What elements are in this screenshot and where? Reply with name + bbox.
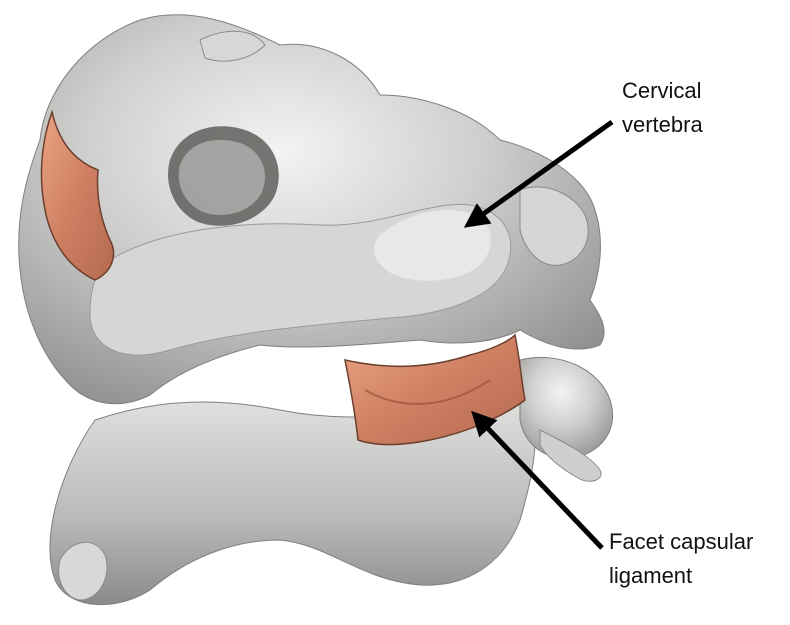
vertebra-label-line-2: vertebra (622, 112, 703, 137)
ligament-label-line-2: ligament (609, 563, 692, 588)
ligament-label: Facet capsular ligament (609, 529, 759, 588)
ligament-label-line-1: Facet capsular (609, 529, 753, 554)
vertebra-label-line-1: Cervical (622, 78, 701, 103)
vertebra-label: Cervical vertebra (622, 78, 708, 137)
